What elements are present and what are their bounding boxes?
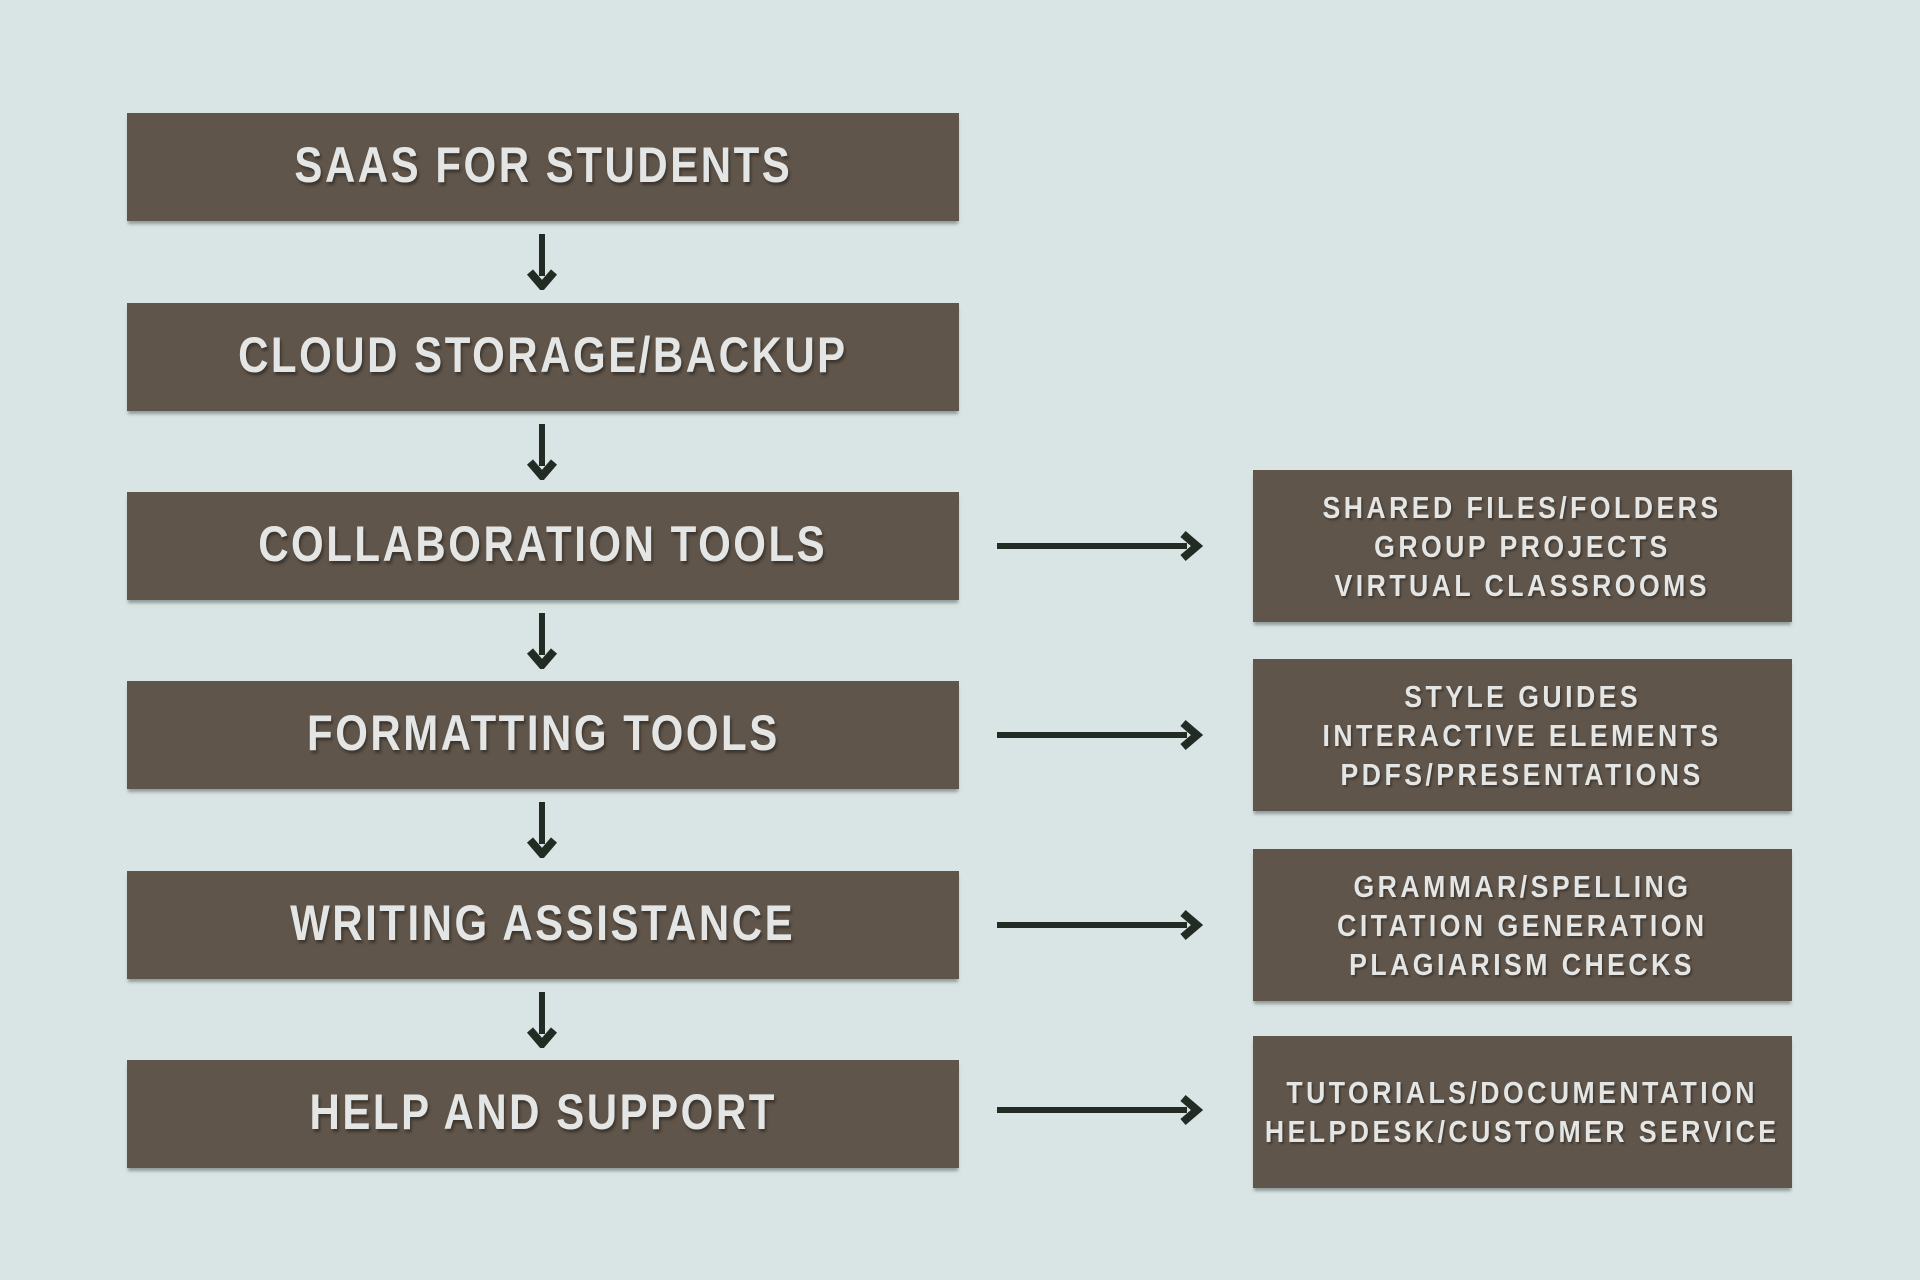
detail-line: GROUP PROJECTS (1374, 528, 1671, 564)
flow-node-label: SAAS FOR STUDENTS (294, 137, 792, 193)
flow-node-label: CLOUD STORAGE/BACKUP (238, 327, 848, 383)
right-arrow-icon (997, 719, 1204, 751)
flow-node-collaboration-tools: COLLABORATION TOOLS (127, 492, 959, 600)
flow-node-cloud-storage-backup: CLOUD STORAGE/BACKUP (127, 303, 959, 411)
down-arrow-icon (526, 802, 558, 858)
detail-line: STYLE GUIDES (1404, 678, 1641, 714)
detail-box-formatting-tools: STYLE GUIDES INTERACTIVE ELEMENTS PDFS/P… (1253, 659, 1792, 811)
right-arrow-icon (997, 909, 1204, 941)
down-arrow-icon (526, 424, 558, 480)
down-arrow-icon (526, 234, 558, 290)
down-arrow-icon (526, 992, 558, 1048)
flow-node-label: HELP AND SUPPORT (309, 1084, 777, 1140)
flow-node-writing-assistance: WRITING ASSISTANCE (127, 871, 959, 979)
detail-box-help-and-support: TUTORIALS/DOCUMENTATION HELPDESK/CUSTOME… (1253, 1036, 1792, 1188)
down-arrow-icon (526, 613, 558, 669)
detail-line: SHARED FILES/FOLDERS (1322, 489, 1723, 525)
detail-box-writing-assistance: GRAMMAR/SPELLING CITATION GENERATION PLA… (1253, 849, 1792, 1001)
detail-box-collaboration-tools: SHARED FILES/FOLDERS GROUP PROJECTS VIRT… (1253, 470, 1792, 622)
flow-node-label: COLLABORATION TOOLS (258, 516, 828, 572)
detail-line: PLAGIARISM CHECKS (1349, 946, 1696, 982)
detail-line: PDFS/PRESENTATIONS (1340, 756, 1705, 792)
detail-line: HELPDESK/CUSTOMER SERVICE (1265, 1114, 1780, 1149)
right-arrow-icon (997, 530, 1204, 562)
flow-node-label: FORMATTING TOOLS (306, 705, 780, 761)
flow-node-label: WRITING ASSISTANCE (290, 895, 796, 951)
detail-line: CITATION GENERATION (1337, 907, 1708, 943)
detail-line: VIRTUAL CLASSROOMS (1334, 567, 1711, 603)
right-arrow-icon (997, 1094, 1204, 1126)
flow-node-formatting-tools: FORMATTING TOOLS (127, 681, 959, 789)
flow-node-help-and-support: HELP AND SUPPORT (127, 1060, 959, 1168)
detail-line: TUTORIALS/DOCUMENTATION (1286, 1075, 1759, 1110)
flow-node-saas-for-students: SAAS FOR STUDENTS (127, 113, 959, 221)
detail-line: GRAMMAR/SPELLING (1353, 868, 1692, 904)
detail-line: INTERACTIVE ELEMENTS (1322, 717, 1723, 753)
